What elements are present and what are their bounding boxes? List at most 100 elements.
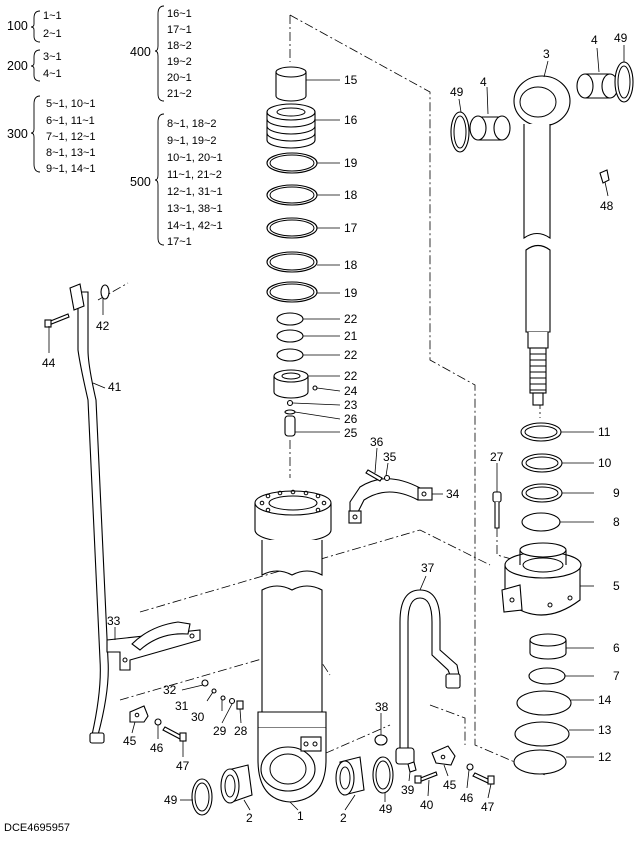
callout-32: 32	[163, 683, 177, 697]
pipe-41	[69, 283, 109, 744]
o-ring-22a	[276, 312, 304, 326]
callout-46: 46	[150, 741, 164, 755]
bolt-47b	[472, 772, 495, 785]
callout-29: 29	[213, 724, 227, 738]
plug-26	[284, 409, 296, 415]
callout-24: 24	[344, 384, 358, 398]
callout-18: 18	[344, 258, 358, 272]
washer-32	[201, 679, 209, 687]
callout-45: 45	[443, 778, 457, 792]
kit-group-label: 400	[130, 45, 151, 59]
kit-item: 6~1, 11~1	[46, 115, 95, 127]
callout-17: 17	[344, 221, 358, 235]
callout-6: 6	[613, 641, 620, 655]
grease-fitting-48	[599, 169, 610, 184]
band-clamp-33	[106, 621, 201, 671]
callout-22: 22	[344, 312, 358, 326]
callout-36: 36	[370, 435, 384, 449]
washer-35	[383, 474, 391, 482]
callout-34: 34	[446, 487, 460, 501]
backup-ring-21	[276, 329, 304, 343]
washer-30	[220, 695, 226, 701]
kit-group-label: 100	[7, 19, 28, 33]
o-ring-22b	[276, 348, 304, 362]
callout-28: 28	[234, 724, 248, 738]
callout-23: 23	[344, 398, 358, 412]
o-ring-8	[521, 512, 561, 532]
callout-37: 37	[421, 561, 435, 575]
kit-group-100: 100 1~1 2~1	[7, 10, 62, 43]
kit-group-400: 400 16~1 17~1 18~2 19~2 20~1 21~2	[130, 5, 192, 102]
piston-16	[266, 103, 316, 149]
callout-1: 1	[297, 809, 304, 823]
bushing-2b	[335, 756, 365, 796]
clamp-45b	[431, 745, 456, 766]
callout-38: 38	[375, 700, 389, 714]
seal-ring-19a	[266, 152, 318, 174]
kit-item: 18~2	[167, 40, 192, 52]
kit-item: 16~1	[167, 8, 192, 20]
kit-group-label: 500	[130, 175, 151, 189]
callout-15: 15	[344, 73, 358, 87]
washer-46b	[466, 763, 474, 771]
callout-22: 22	[344, 369, 358, 383]
kit-item: 21~2	[167, 88, 192, 100]
washer-29	[228, 697, 236, 705]
pipe-37	[395, 589, 461, 765]
callout-47: 47	[481, 800, 495, 814]
bolt-44	[44, 313, 70, 328]
band-clamp-34	[348, 478, 433, 524]
callout-31: 31	[175, 699, 189, 713]
kit-legend: 100 1~1 2~1 200 3~1 4~1 300 5~1, 10~1 6~…	[7, 5, 223, 248]
callout-19: 19	[344, 286, 358, 300]
bushing-6	[529, 633, 567, 660]
kit-item: 5~1, 10~1	[46, 98, 96, 110]
pin-25	[284, 415, 296, 437]
seal-ring-19b	[266, 281, 318, 303]
callout-7: 7	[613, 669, 620, 683]
callout-5: 5	[613, 579, 620, 593]
callout-35: 35	[383, 450, 397, 464]
clamp-45a	[129, 705, 149, 723]
kit-item: 9~1, 19~2	[167, 135, 217, 147]
kit-item: 10~1, 20~1	[167, 152, 223, 164]
callout-26: 26	[344, 412, 358, 426]
kit-item: 13~1, 38~1	[167, 203, 223, 215]
callout-3: 3	[543, 47, 550, 61]
callout-46: 46	[460, 791, 474, 805]
callout-41: 41	[108, 380, 122, 394]
kit-item: 11~1, 21~2	[167, 169, 222, 181]
kit-item: 2~1	[43, 28, 62, 40]
callout-49: 49	[379, 802, 393, 816]
backup-ring-14	[516, 690, 572, 716]
callout-4: 4	[480, 75, 487, 89]
piston-nut-22c	[273, 369, 309, 399]
seal-ring-17	[266, 217, 318, 239]
kit-group-label: 200	[7, 59, 28, 73]
callout-49: 49	[614, 31, 628, 45]
head-seals	[501, 422, 582, 775]
kit-item: 8~1, 13~1	[46, 147, 96, 159]
kit-item: 20~1	[167, 72, 192, 84]
bolt-36	[365, 469, 383, 482]
kit-group-300: 300 5~1, 10~1 6~1, 11~1 7~1, 12~1 8~1, 1…	[7, 95, 96, 175]
callout-47: 47	[176, 759, 190, 773]
piston-stack	[266, 66, 318, 437]
seal-ring-18b	[266, 251, 318, 273]
rod-bushings	[450, 61, 634, 184]
callout-numbers: 15 16 19 18 17 18 19 22 21 22 22 24 23 2…	[42, 31, 628, 825]
bolt-40	[414, 771, 438, 784]
drawing-code: DCE4695957	[4, 822, 70, 834]
o-ring-12	[513, 749, 567, 775]
callout-48: 48	[600, 199, 614, 213]
kit-item: 14~1, 42~1	[167, 220, 223, 232]
leader-lines	[48, 45, 625, 811]
kit-group-label: 300	[7, 127, 28, 141]
bolt-39	[407, 761, 417, 773]
callout-2: 2	[340, 811, 347, 825]
callout-49: 49	[164, 793, 178, 807]
bushing-4b	[576, 73, 619, 99]
callout-9: 9	[613, 486, 620, 500]
callout-30: 30	[191, 710, 205, 724]
